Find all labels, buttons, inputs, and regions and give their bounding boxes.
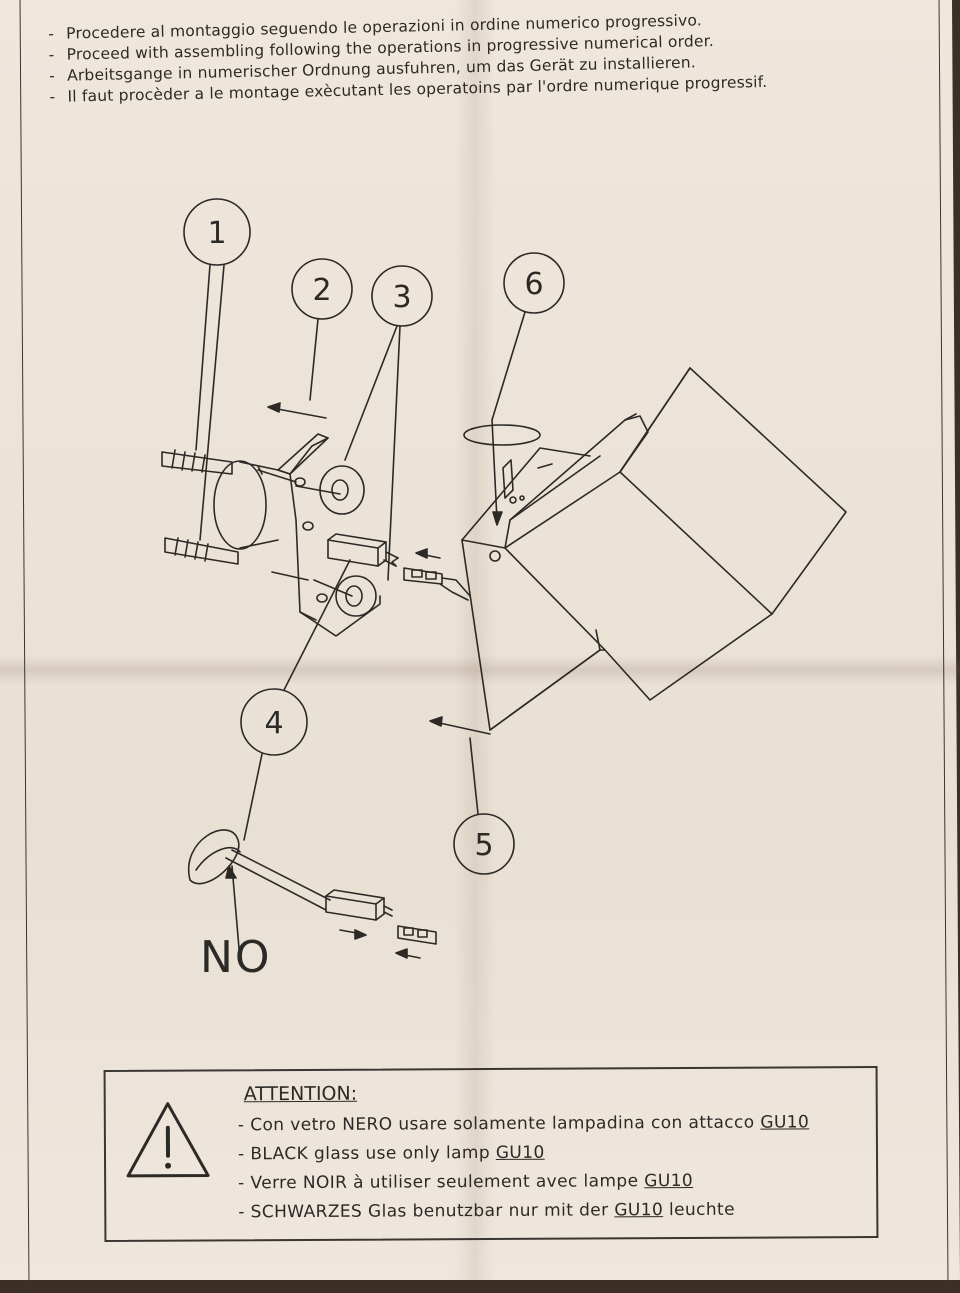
callout-3	[345, 266, 432, 580]
callout-label-6: 6	[524, 267, 543, 302]
terminal-block-bracket	[328, 534, 398, 566]
callout-label-5: 5	[474, 828, 493, 863]
attention-line-en: - BLACK glass use only lamp GU10	[238, 1137, 810, 1169]
wall-hole	[214, 461, 266, 549]
screw-upper	[258, 466, 364, 514]
wall-plug-lower	[165, 538, 238, 564]
callout-4	[241, 560, 350, 840]
attention-line-fr: - Verre NOIR à utiliser seulement avec l…	[238, 1166, 810, 1198]
callout-label-4: 4	[264, 706, 283, 741]
callout-labels: 1 2 3 4 5 6	[207, 216, 543, 863]
callout-label-3: 3	[392, 280, 411, 315]
warning-triangle-icon	[122, 1097, 214, 1181]
wall-plug-upper	[162, 450, 232, 474]
callout-6	[464, 253, 564, 525]
callout-5	[430, 717, 514, 874]
callout-label-2: 2	[312, 273, 331, 308]
attention-line-it: - Con vetro NERO usare solamente lampadi…	[238, 1108, 810, 1140]
callout-2	[268, 259, 352, 418]
attention-line-de: - SCHWARZES Glas benutzbar nur mit der G…	[238, 1195, 810, 1227]
connector-plug	[404, 549, 470, 600]
mounting-bracket	[278, 434, 380, 636]
attention-title: ATTENTION:	[244, 1083, 358, 1106]
lamp-cube-head	[505, 368, 846, 700]
attention-box: ATTENTION: - Con vetro NERO usare solame…	[104, 1066, 879, 1242]
attention-lines: - Con vetro NERO usare solamente lampadi…	[238, 1108, 810, 1227]
callout-label-1: 1	[207, 216, 226, 251]
no-label: NO	[200, 932, 272, 983]
lamp-base-box	[462, 448, 600, 730]
